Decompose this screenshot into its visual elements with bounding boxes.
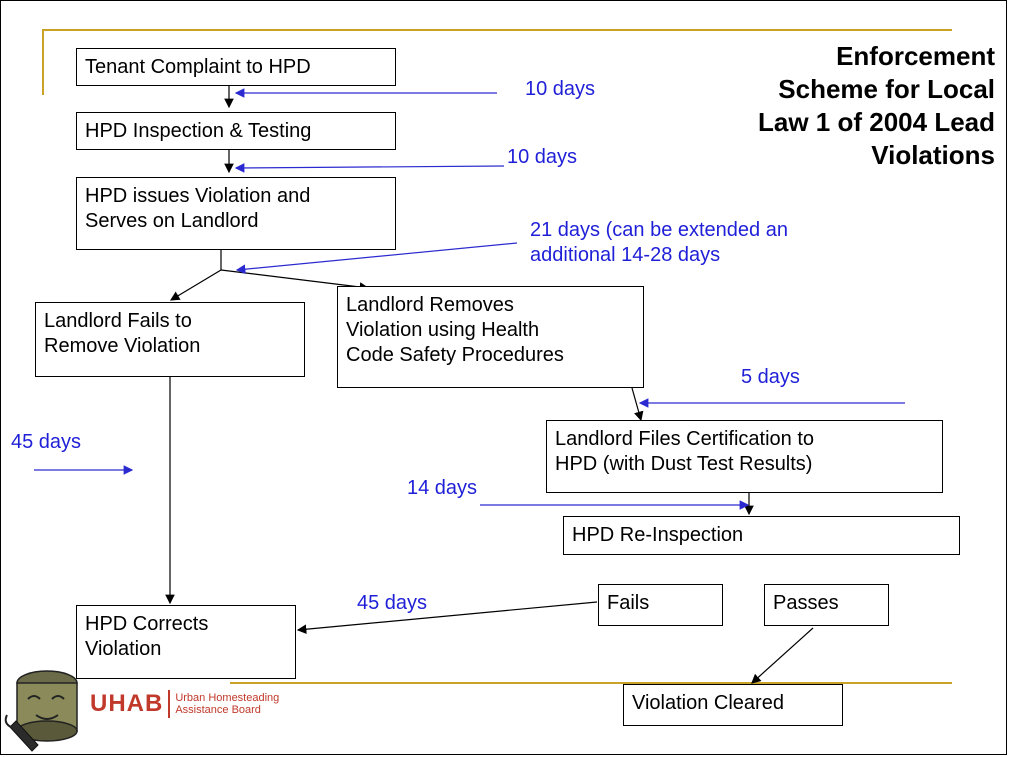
- connector-fails-to-corrects: [296, 601, 598, 634]
- box-hpd-inspection: HPD Inspection & Testing: [76, 112, 396, 150]
- uhab-logo-line2: Assistance Board: [175, 704, 261, 716]
- uhab-logo-name: Urban Homesteading Assistance Board: [175, 692, 279, 716]
- slide-title: Enforcement Scheme for Local Law 1 of 20…: [758, 41, 995, 170]
- timing-label-21-days: 21 days (can be extended an additional 1…: [530, 219, 788, 266]
- connector-passes-to-cleared: [751, 627, 814, 684]
- uhab-logo-divider: [168, 690, 171, 718]
- uhab-logo-mark: UHAB: [90, 690, 164, 717]
- timing-arrow-2: [234, 163, 505, 173]
- box-landlord-fails-to-remove: Landlord Fails to Remove Violation: [35, 302, 305, 377]
- paint-can-illustration: [4, 670, 78, 752]
- timing-label-45-days-fails: 45 days: [357, 592, 428, 614]
- box-landlord-files-certification: Landlord Files Certification to HPD (wit…: [546, 420, 943, 493]
- connector-removes-to-files: [631, 387, 644, 422]
- timing-arrow-3: [235, 242, 518, 274]
- box-violation-cleared: Violation Cleared: [623, 684, 843, 726]
- box-hpd-issues-violation: HPD issues Violation and Serves on Landl…: [76, 177, 396, 250]
- timing-label-14-days: 14 days: [407, 477, 478, 499]
- uhab-logo-line1: Urban Homesteading: [175, 692, 280, 704]
- timing-label-5-days: 5 days: [741, 366, 800, 388]
- uhab-logo: UHAB Urban Homesteading Assistance Board: [90, 690, 279, 718]
- connector-to-fails-remove: [169, 269, 222, 301]
- box-hpd-corrects-violation: HPD Corrects Violation: [76, 605, 296, 679]
- box-passes: Passes: [764, 584, 889, 626]
- box-fails: Fails: [598, 584, 723, 626]
- timing-label-10-days-2: 10 days: [507, 146, 578, 168]
- timing-label-45-days-left: 45 days: [11, 431, 82, 453]
- box-tenant-complaint: Tenant Complaint to HPD: [76, 48, 396, 86]
- box-hpd-re-inspection: HPD Re-Inspection: [563, 516, 960, 555]
- box-landlord-removes-violation: Landlord Removes Violation using Health …: [337, 286, 644, 388]
- timing-label-10-days-1: 10 days: [525, 78, 596, 100]
